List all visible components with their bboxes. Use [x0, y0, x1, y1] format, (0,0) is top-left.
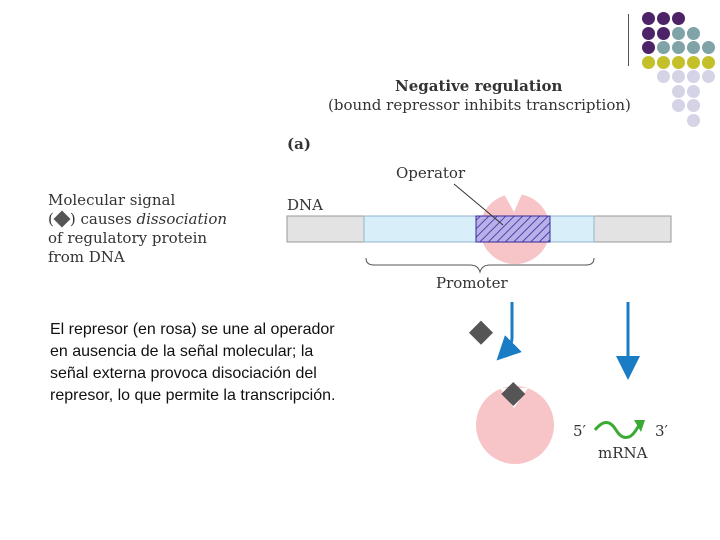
caption-dissociation: dissociation	[136, 210, 228, 228]
operator-region	[475, 215, 551, 243]
decorative-dot	[672, 12, 685, 25]
caption-line-4: from DNA	[48, 248, 125, 266]
decorative-dot	[687, 26, 700, 40]
decorative-dot	[672, 84, 685, 98]
promoter-label: Promoter	[436, 274, 508, 292]
decorative-dot	[687, 84, 700, 98]
decorative-dot	[642, 55, 655, 69]
decorative-dot	[687, 70, 700, 83]
decorative-dot	[672, 41, 685, 54]
decorative-dot	[702, 41, 715, 54]
decorative-dot	[687, 55, 700, 69]
molecular-signal-caption: Molecular signal () causes dissociation …	[48, 191, 227, 267]
caption-line-2: ( ) causes dissociation	[48, 210, 227, 229]
operator-pointer	[453, 183, 504, 226]
diagram-title: Negative regulation	[395, 77, 563, 95]
decorative-dot-grid	[624, 8, 720, 128]
decorative-dot	[687, 99, 700, 112]
decorative-dot	[672, 26, 685, 40]
bound-signal-molecule	[501, 381, 526, 407]
caption-paren-open: (	[48, 210, 54, 228]
operator-label: Operator	[396, 164, 466, 182]
panel-label: (a)	[287, 135, 311, 153]
decorative-dot	[642, 12, 655, 25]
mrna-strand	[593, 421, 642, 439]
decorative-divider	[628, 14, 629, 66]
mrna-arrowhead	[634, 420, 645, 432]
decorative-dot	[657, 12, 670, 25]
repressor-notch	[504, 194, 522, 212]
dna-label: DNA	[287, 196, 323, 214]
decorative-dot	[642, 26, 655, 40]
decorative-dot	[672, 55, 685, 69]
decorative-dot	[657, 70, 670, 83]
caption-line-1: Molecular signal	[48, 191, 176, 209]
decorative-dot	[657, 41, 670, 54]
promoter-bracket	[365, 257, 595, 274]
five-prime-label: 5′	[573, 422, 587, 440]
three-prime-label: 3′	[655, 422, 669, 440]
caption-line-3: of regulatory protein	[48, 229, 208, 247]
decorative-dot	[672, 70, 685, 83]
decorative-dot	[657, 55, 670, 69]
decorative-dot	[702, 70, 715, 83]
decorative-dot	[687, 113, 700, 127]
free-signal-molecule	[468, 320, 494, 345]
mrna-label: mRNA	[598, 444, 648, 462]
description-text: El represor (en rosa) se une al operador…	[50, 321, 336, 404]
decorative-dot	[702, 55, 715, 69]
decorative-dot	[642, 41, 655, 54]
blocked-transcription-arrow	[496, 302, 522, 361]
decorative-dot	[687, 41, 700, 54]
decorative-dot	[672, 99, 685, 112]
diagram-subtitle: (bound repressor inhibits transcription)	[328, 96, 631, 114]
decorative-dot	[657, 26, 670, 40]
dissociated-repressor	[476, 386, 554, 464]
caption-causes: ) causes	[69, 210, 137, 228]
